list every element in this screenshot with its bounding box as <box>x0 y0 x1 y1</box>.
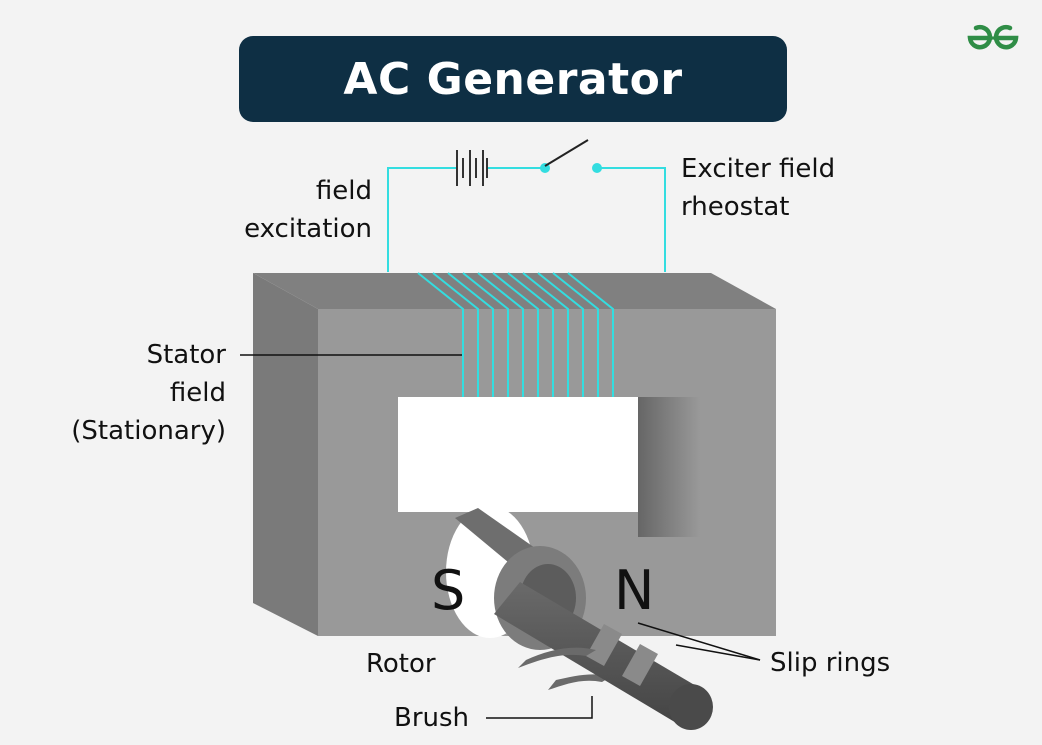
coil-winding <box>507 272 554 397</box>
brush-label: Brush <box>394 703 470 733</box>
slip-rings-label: Slip rings <box>770 648 891 678</box>
slip-ring-leader-1 <box>637 622 761 661</box>
rotor-assembly <box>446 506 713 730</box>
field-coil <box>417 272 614 397</box>
coil-winding <box>432 272 479 397</box>
stator-front-face <box>318 309 776 636</box>
exciter-rheostat-label: Exciter field rheostat <box>681 154 836 222</box>
south-pole-label: S <box>431 559 466 622</box>
page-title: AC Generator <box>343 53 683 105</box>
stator-body <box>253 273 776 636</box>
coil-winding <box>447 272 494 397</box>
north-pole-label: N <box>614 559 655 622</box>
stator-inner-shade <box>638 397 700 537</box>
field-excitation-label: field excitation <box>244 176 372 244</box>
leader-lines <box>240 354 761 719</box>
coil-winding <box>462 272 509 397</box>
coil-winding <box>567 272 614 397</box>
coil-winding <box>537 272 584 397</box>
stator-field-label: Stator field (Stationary) <box>71 340 226 446</box>
rotor-shaft-end <box>669 684 713 730</box>
coil-winding <box>492 272 539 397</box>
coil-winding <box>417 272 464 397</box>
stator-left-side <box>253 273 318 636</box>
battery-icon <box>456 150 488 186</box>
switch-icon <box>540 139 602 173</box>
title-banner: AC Generator <box>239 36 787 122</box>
geeksforgeeks-logo-icon <box>967 24 1019 50</box>
slip-ring-leader-2 <box>675 644 761 661</box>
excitation-circuit <box>387 139 666 272</box>
coil-winding <box>552 272 599 397</box>
coil-winding <box>522 272 569 397</box>
stator-window <box>398 397 638 512</box>
brush-upper <box>518 647 596 668</box>
slip-ring-2 <box>622 644 658 686</box>
brush-leader-line <box>486 696 593 719</box>
coil-winding <box>477 272 524 397</box>
circuit-wire-left <box>387 167 456 272</box>
circuit-wire-right <box>597 167 666 272</box>
rotor-label: Rotor <box>366 649 436 679</box>
brush-lower <box>548 674 612 690</box>
slip-ring-1 <box>586 624 622 666</box>
